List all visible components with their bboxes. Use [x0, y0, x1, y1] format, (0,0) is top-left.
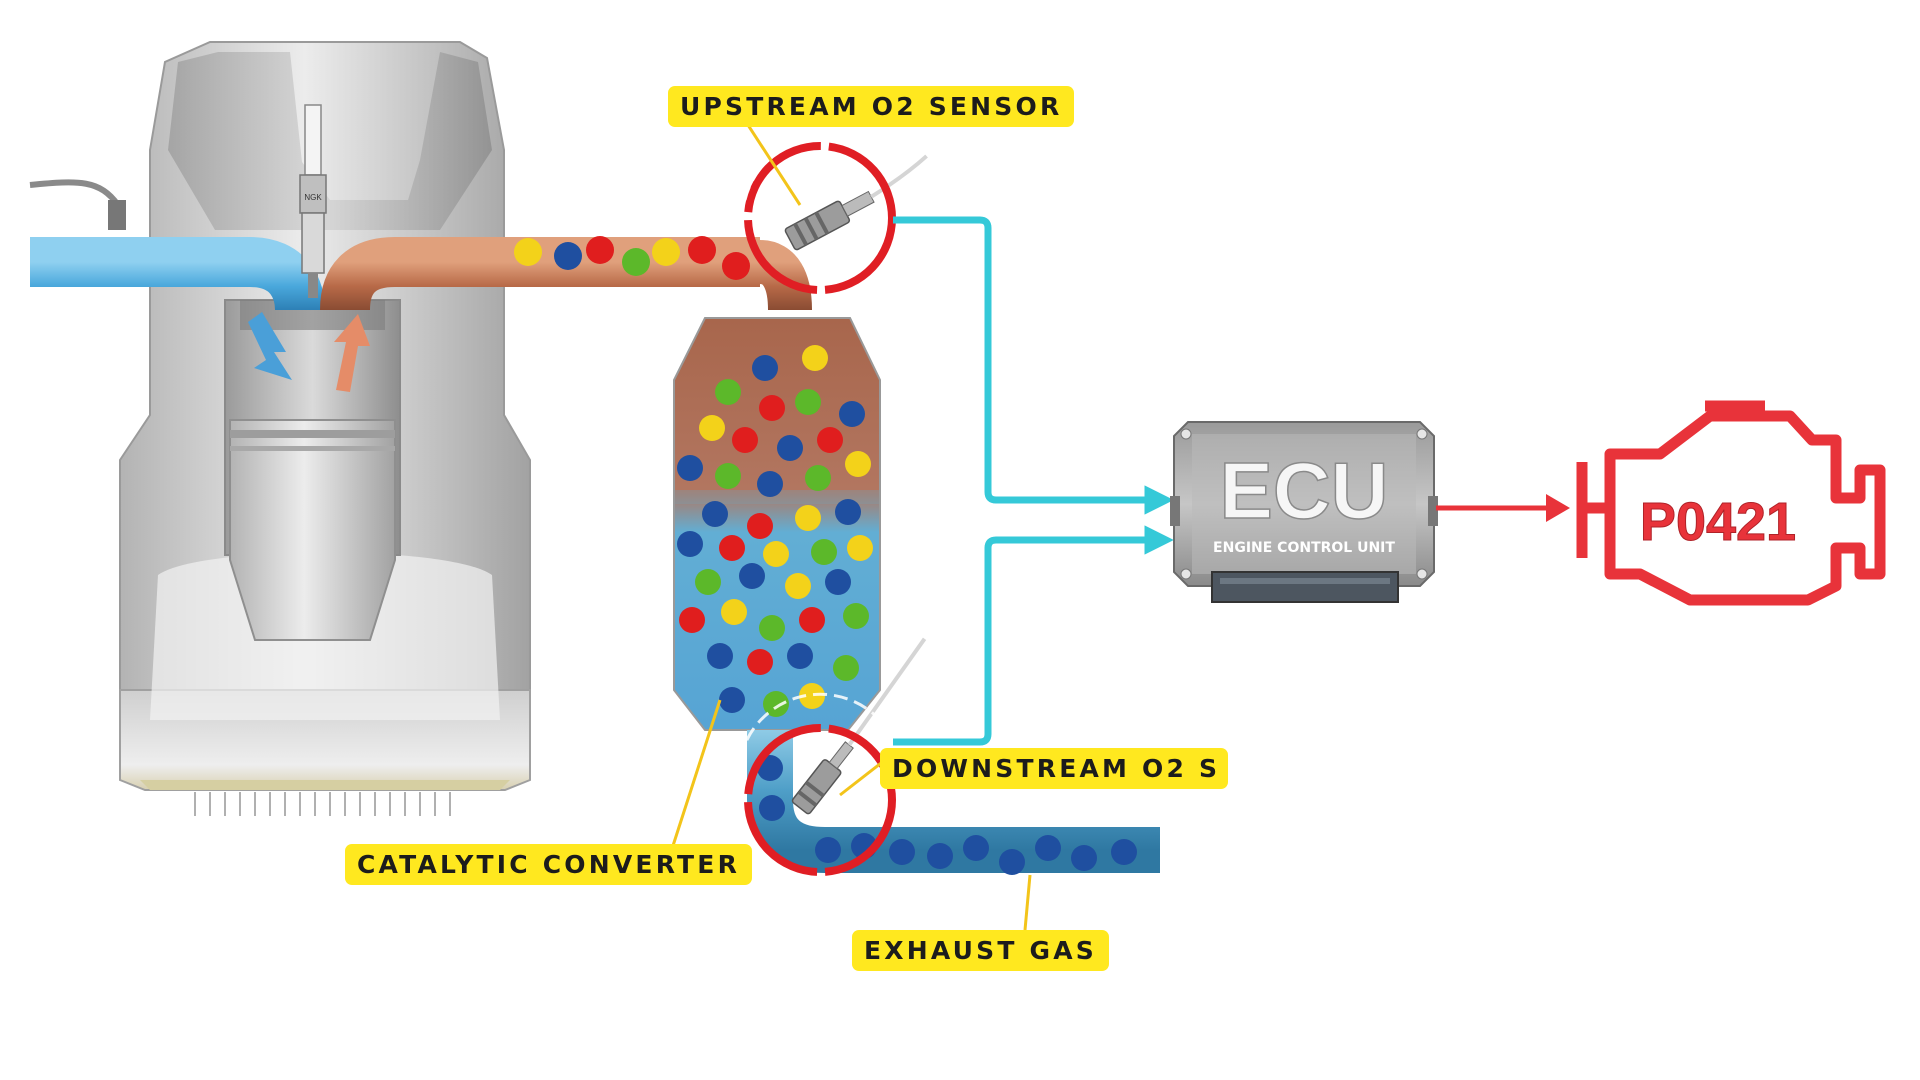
piston [229, 419, 396, 641]
sensor-signal-lines [893, 216, 1174, 746]
downstream-sensor-highlight [744, 724, 896, 876]
upstream-signal-arrow-icon [893, 216, 1174, 515]
catalytic-converter-label: CATALYTIC CONVERTER [345, 844, 753, 885]
svg-text:NGK: NGK [304, 193, 322, 202]
cooling-fins [194, 792, 451, 816]
check-engine-icon [1576, 400, 1886, 606]
downstream-signal-arrow-icon [893, 525, 1174, 746]
ecu-module-icon: ECU ENGINE CONTROL UNIT [1170, 421, 1438, 603]
catalytic-converter [668, 317, 881, 856]
exhaust-flow-arrow-icon [334, 314, 370, 392]
intake-pipe [30, 237, 325, 312]
exhaust-gas-label: EXHAUST GAS [852, 930, 1109, 971]
spark-plug-icon: NGK [299, 104, 327, 298]
exhaust-particles-upstream [514, 236, 750, 280]
ecu-subtitle: ENGINE CONTROL UNIT [1213, 540, 1395, 556]
upstream-sensor-group [743, 124, 928, 311]
engine-cutaway: NGK [29, 41, 760, 816]
upstream-sensor-highlight [744, 142, 896, 294]
ecu-title: ECU [1220, 446, 1389, 535]
ecu-connector [1211, 571, 1399, 603]
exhaust-particles-downstream [757, 755, 1137, 875]
intake-flow-arrow-icon [248, 312, 292, 380]
downstream-sensor-label: DOWNSTREAM O2 S [880, 748, 1229, 789]
ecu-to-light-arrow-icon [1436, 494, 1570, 522]
o2-sensor-icon [784, 154, 928, 251]
upstream-sensor-label: UPSTREAM O2 SENSOR [668, 86, 1075, 127]
downstream-pipe [738, 637, 1160, 931]
fault-code: P0421 [1640, 492, 1796, 552]
exhaust-port-pipe [320, 237, 760, 312]
converter-particles [677, 345, 873, 717]
